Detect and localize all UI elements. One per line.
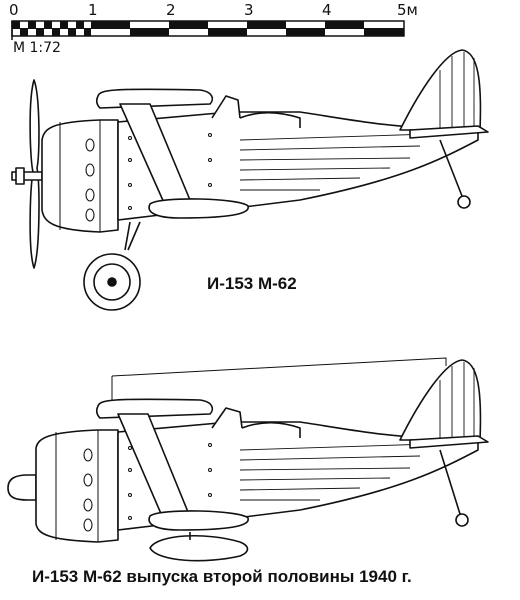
lower-wing-2: [148, 510, 249, 531]
fuselage-2: [117, 421, 479, 531]
fuselage: [117, 111, 479, 221]
propeller-hub: [7, 474, 37, 501]
engine-cowling: [41, 119, 119, 233]
scale-ratio: М 1:72: [13, 40, 61, 56]
scale-tick-4: 4: [322, 1, 332, 19]
drop-tank: [149, 534, 249, 562]
windscreen-2: [211, 407, 243, 429]
aircraft-side-view-bottom: [7, 357, 489, 562]
engine-cowling-2: [35, 429, 119, 543]
scale-tick-0: 0: [9, 1, 19, 19]
caption-top: И-153 М-62: [207, 274, 297, 293]
scale-bar: [11, 20, 405, 40]
tailplane-2: [409, 435, 489, 449]
main-gear-strut: [124, 221, 141, 251]
cockpit-headrest: [239, 111, 301, 128]
aircraft-side-view-top: [11, 49, 489, 311]
lower-wing: [148, 198, 249, 219]
scale-tick-3: 3: [244, 1, 254, 19]
tail-wheel: [457, 195, 471, 209]
tail-wheel-2: [455, 513, 469, 527]
windscreen: [211, 95, 241, 119]
caption-bottom: И-153 М-62 выпуска второй половины 1940 …: [32, 567, 412, 586]
antenna-wire: [111, 357, 447, 377]
upper-wing: [95, 88, 214, 109]
tailplane: [409, 125, 489, 139]
cockpit-headrest-2: [241, 421, 301, 438]
scale-tick-1: 1: [88, 1, 98, 19]
upper-wing-2: [95, 398, 214, 419]
scale-tick-2: 2: [166, 1, 176, 19]
scale-tick-5: 5м: [397, 1, 418, 19]
